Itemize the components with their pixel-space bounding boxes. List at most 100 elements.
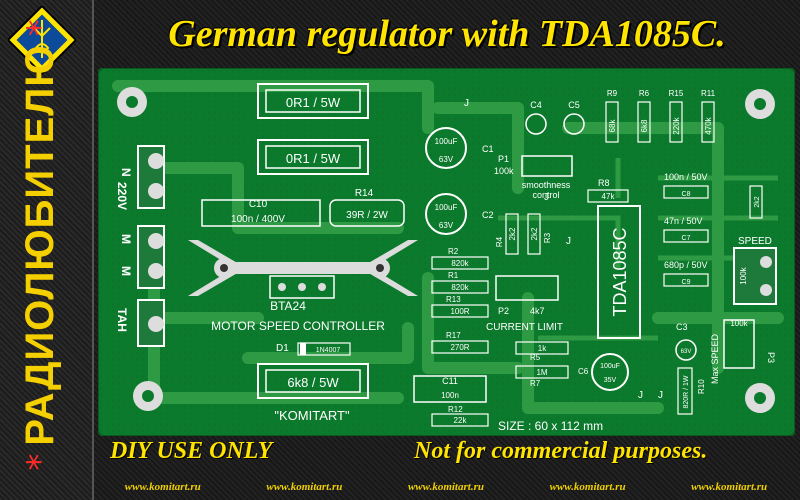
jumper-label: J [566,236,571,247]
footer-link[interactable]: www.komitart.ru [691,481,768,493]
capacitor-c11: C11 100n [413,375,487,403]
sidebar: * РАДИОЛЮБИТЕЛЮ * [0,0,94,500]
p3-ref: P3 [766,352,776,363]
control-label: control [532,190,559,200]
jumper-label: J [544,192,549,203]
c1-ref: C1 [482,144,494,154]
c8-value: 100n / 50V [664,172,708,182]
r9-ref: R9 [607,89,618,98]
komitart-label: "KOMITART" [274,408,350,423]
vertical-title-text: РАДИОЛЮБИТЕЛЮ [17,44,62,446]
star-icon: * [20,453,60,471]
footer-links: www.komitart.ru www.komitart.ru www.komi… [92,474,800,500]
heatsink-icon [188,240,418,296]
r17-value: 270R [450,343,469,352]
board-size-label: SIZE : 60 x 112 mm [498,419,603,433]
jumper-label: J [638,390,643,401]
capacitor-c4: C4 [525,100,547,135]
r13-value: 100R [450,307,469,316]
c6-value: 100uF [600,363,620,370]
r12-value: 22k [454,416,468,425]
c5-ref: C5 [568,100,580,110]
potentiometer-p1: P1 100k smoothness control [494,154,573,200]
ham-radio-logo-icon [8,6,76,74]
mounting-holes [117,87,775,413]
c4-ref: C4 [530,100,542,110]
max-speed-label: Max SPEED [710,333,720,384]
capacitor-c3: 63V C3 [675,322,697,361]
capacitor-c1: 100uF 63V C1 [425,127,494,169]
resistor-r10: 820R / 1W R10 [677,367,706,415]
board-substrate [98,68,795,436]
footer-link[interactable]: www.komitart.ru [266,481,343,493]
page-title: German regulator with TDA1085C. [168,13,726,55]
p1-ref: P1 [498,154,509,164]
footer-link[interactable]: www.komitart.ru [407,481,484,493]
r10-value: 820R / 1W [683,375,690,408]
resistor-2k2-right: 2k2 [749,185,763,219]
capacitor-c5: C5 [563,100,585,135]
footer-link[interactable]: www.komitart.ru [549,481,626,493]
power-resistor-1: 0R1 / 5W [257,83,369,119]
ic-tda1085c: TDA1085C [597,205,641,339]
c7-value: 47n / 50V [664,216,703,226]
r1-ref: R1 [448,271,459,280]
ic-label: TDA1085C [610,227,630,316]
potentiometer-p2: P2 4k7 CURRENT LIMIT [486,275,563,333]
r14-value: 39R / 2W [346,210,388,221]
capacitor-c2: 100uF 63V C2 [425,193,494,235]
r4-ref: R4 [495,236,504,247]
r6-value: 6k8 [640,119,649,132]
resistor-r14: R14 39R / 2W [329,188,405,227]
c6-voltage: 35V [604,377,617,384]
power-resistor-3-label: 6k8 / 5W [287,375,339,390]
r11-ref: R11 [701,89,716,98]
r15-value: 220k [672,116,681,134]
right-resistor-value: 2k2 [754,196,761,207]
diode-d1: D1 1N4007 [276,342,351,356]
vertical-title: * РАДИОЛЮБИТЕЛЮ * [12,19,68,471]
diy-use-only-note: DIY USE ONLY [110,438,273,464]
c1-value: 100uF [435,137,458,146]
capacitor-c10: C10 100n / 400V [201,199,321,227]
vertical-resistors-top: R9 68k R6 6k8 R15 220k R11 470k [605,89,716,143]
resistor-r8: R8 47k [587,178,629,203]
r5-value: 1k [538,344,547,353]
r3-value: 2k2 [530,227,539,240]
r14-ref: R14 [355,188,374,199]
c2-ref: C2 [482,210,494,220]
terminal-label-220v: 220V [115,182,129,210]
c10-value: 100n / 400V [231,214,285,225]
r7-value: 1M [536,368,547,377]
d1-value: 1N4007 [316,347,341,354]
c11-value: 100n [441,391,459,400]
r17-ref: R17 [446,331,461,340]
c6-ref: C6 [578,367,589,376]
r15-ref: R15 [669,89,684,98]
speed-potentiometer: SPEED 100k [733,236,777,305]
p3-value: 100k [730,319,748,328]
r4-value: 2k2 [508,227,517,240]
current-limit-label: CURRENT LIMIT [486,322,563,333]
footer-link[interactable]: www.komitart.ru [124,481,201,493]
c1-voltage: 63V [439,155,454,164]
vertical-resistors-mid: R4 2k2 R3 2k2 [495,213,552,255]
terminal-label-tah: ТАН [115,308,129,332]
power-resistor-1-label: 0R1 / 5W [286,95,341,110]
r12-ref: R12 [448,405,463,414]
r7-ref: R7 [530,379,541,388]
jumper-label: J [464,98,469,109]
r9-value: 68k [608,119,617,133]
c2-value: 100uF [435,203,458,212]
pcb-board: N 220V M M ТАН 0R1 / 5W 0R1 / 5W 6k8 / 5… [98,68,795,436]
c7-ref: C7 [682,235,691,242]
r11-value: 470k [704,116,713,134]
d1-ref: D1 [276,343,289,354]
r8-value: 47k [602,192,616,201]
speed-pot-value: 100k [739,266,748,284]
power-resistor-2-label: 0R1 / 5W [286,151,341,166]
p2-value: 4k7 [530,306,545,316]
power-resistor-3: 6k8 / 5W [257,363,369,399]
not-commercial-note: Not for commercial purposes. [414,438,708,464]
